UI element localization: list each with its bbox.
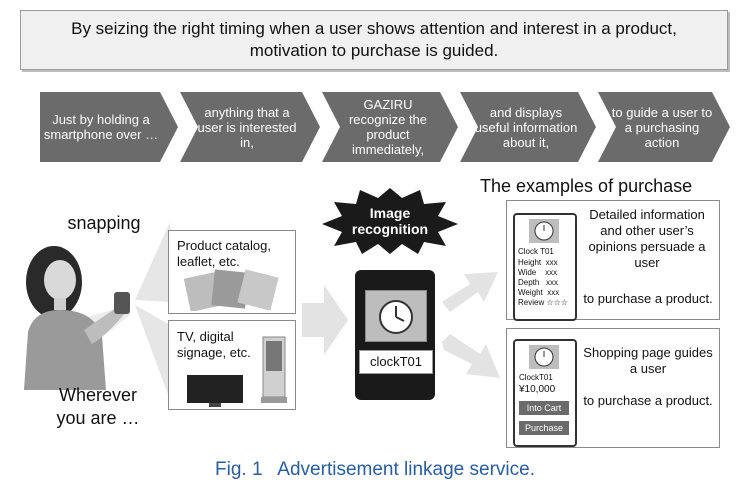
burst-text-line-1: Image bbox=[369, 205, 411, 221]
into-cart-button[interactable]: Into Cart bbox=[519, 401, 569, 415]
detail-row-height: Height xxx bbox=[518, 258, 558, 267]
recognition-smartphone: clockT01 bbox=[355, 270, 435, 400]
source-box-catalog: Product catalog, leaflet, etc. bbox=[168, 230, 296, 314]
purchase-button[interactable]: Purchase bbox=[519, 421, 569, 435]
shopping-guide-text: Shopping page guides a user bbox=[583, 345, 713, 376]
detail-persuade-text: Detailed information and other user’s op… bbox=[588, 207, 706, 270]
flow-chevron-4 bbox=[460, 92, 596, 162]
magazine-3 bbox=[237, 269, 279, 311]
shopping-product-name: ClockT01 bbox=[519, 373, 553, 382]
headline-line-1: By seizing the right timing when a user … bbox=[71, 19, 677, 38]
arrow-shape-1 bbox=[302, 285, 348, 355]
examples-title: The examples of purchase bbox=[480, 176, 693, 196]
clock-icon-small-2 bbox=[529, 345, 559, 369]
burst-shape bbox=[322, 188, 458, 254]
arrow-down-right bbox=[442, 334, 500, 378]
flow-chevron-5 bbox=[598, 92, 730, 162]
detail-row-wide: Wide xxx bbox=[518, 268, 558, 277]
example-card-shopping: ClockT01 ¥10,000 Into Cart Purchase Shop… bbox=[506, 328, 720, 448]
neck-shape bbox=[54, 298, 66, 310]
tv-label: TV, digital signage, etc. bbox=[177, 329, 251, 360]
detail-row-depth: Depth xxx bbox=[518, 278, 559, 287]
beam-upper bbox=[135, 222, 170, 302]
clock-minute-hand bbox=[395, 316, 405, 322]
flow-chevron-3 bbox=[322, 92, 458, 162]
flow-step-4: and displays useful information about it… bbox=[474, 104, 578, 150]
arrow-to-recognition bbox=[302, 285, 348, 355]
product-label: clockT01 bbox=[359, 350, 433, 374]
tv-screen bbox=[187, 375, 243, 403]
clock-icon-small-1 bbox=[529, 219, 559, 243]
detail-phone-screen: Clock T01 Height xxx Wide xxx Depth xxx … bbox=[513, 213, 577, 321]
tv-signage-illustration bbox=[187, 336, 287, 407]
image-recognition-burst bbox=[322, 188, 458, 254]
flow-chevron-2 bbox=[180, 92, 320, 162]
shopping-purchase-text: to purchase a product. bbox=[583, 393, 713, 408]
snapping-label: snapping bbox=[67, 213, 141, 233]
shopping-price: ¥10,000 bbox=[519, 384, 556, 395]
tv-stand bbox=[209, 403, 221, 407]
flow-step-5: to guide a user to a purchasing action bbox=[611, 104, 713, 150]
woman-with-smartphone-illustration bbox=[24, 246, 130, 390]
detail-product-name: Clock T01 bbox=[518, 247, 554, 256]
example-card-detail: Clock T01 Height xxx Wide xxx Depth xxx … bbox=[506, 200, 720, 321]
detail-purchase-text: to purchase a product. bbox=[583, 291, 713, 306]
body-shape bbox=[24, 310, 106, 390]
burst-text-line-2: recognition bbox=[351, 221, 429, 237]
detail-row-review: Review ☆☆☆ bbox=[518, 298, 568, 307]
source-box-tv: TV, digital signage, etc. bbox=[168, 320, 296, 410]
signage-base bbox=[261, 397, 287, 403]
flow-chevron-1 bbox=[40, 92, 178, 162]
catalog-label: Product catalog, leaflet, etc. bbox=[177, 238, 271, 269]
flow-step-3: GAZIRU recognize the product immediately… bbox=[348, 97, 428, 157]
figure-caption: Fig. 1 Advertisement linkage service. bbox=[215, 459, 535, 480]
flow-step-2: anything that a user is interested in, bbox=[197, 104, 297, 150]
arrow-up-right bbox=[442, 272, 498, 312]
arm-shape bbox=[84, 304, 126, 344]
shopping-phone-screen: ClockT01 ¥10,000 Into Cart Purchase bbox=[513, 339, 577, 447]
face-shape bbox=[44, 260, 76, 300]
flow-chevrons bbox=[40, 92, 730, 162]
detail-row-weight: Weight xxx bbox=[518, 288, 560, 297]
flow-step-1: Just by holding a smartphone over … bbox=[43, 112, 159, 142]
phone-in-hand bbox=[114, 292, 130, 314]
headline-banner: By seizing the right timing when a user … bbox=[20, 10, 728, 70]
burst-text: Image recognition bbox=[340, 205, 440, 237]
headline-line-2: motivation to purchase is guided. bbox=[249, 41, 499, 60]
clock-icon bbox=[379, 300, 413, 334]
signage-screen bbox=[266, 341, 282, 371]
clock-product-image bbox=[365, 290, 427, 342]
beam-lower bbox=[135, 305, 170, 400]
wherever-label-line-2: you are … bbox=[56, 408, 140, 428]
wherever-label-line-1: Wherever bbox=[58, 385, 138, 405]
arrows-to-examples bbox=[442, 272, 500, 378]
process-flow: Just by holding a smartphone over … anyt… bbox=[40, 92, 730, 162]
magazines-illustration bbox=[183, 269, 279, 311]
